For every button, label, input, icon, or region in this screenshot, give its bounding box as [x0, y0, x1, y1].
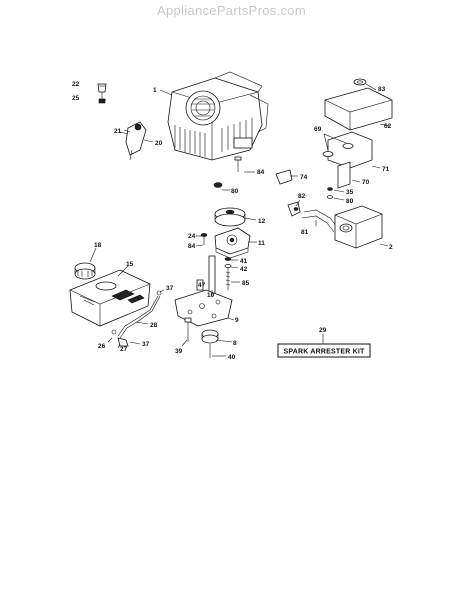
callout-74: 74 — [300, 174, 308, 181]
spark-arrester-kit-label: SPARK ARRESTER KIT — [284, 349, 366, 356]
callout-10: 10 — [207, 292, 215, 299]
callout-69: 69 — [314, 126, 322, 133]
watermark: AppliancePartsPros.com — [157, 3, 306, 18]
callout-28: 28 — [150, 322, 158, 329]
callout-2: 2 — [389, 244, 393, 251]
callout-20: 20 — [155, 140, 163, 147]
bolt-part — [213, 156, 242, 188]
callout-18: 18 — [94, 242, 102, 249]
callout-26: 26 — [98, 343, 106, 350]
callout-8: 8 — [233, 340, 237, 347]
exhaust-elbow-part — [275, 169, 301, 217]
callout-27: 27 — [120, 346, 128, 353]
clutch-part — [214, 227, 251, 259]
fuel-line-part — [111, 290, 162, 347]
callout-24: 24 — [188, 233, 196, 240]
callout-22: 22 — [72, 81, 80, 88]
muffler-bracket-part — [322, 131, 373, 189]
exhaust-pipe-part — [301, 209, 339, 233]
callout-42: 42 — [240, 266, 248, 273]
callout-35: 35 — [346, 189, 354, 196]
fuel-cap-part — [74, 262, 96, 280]
callout-12: 12 — [258, 218, 266, 225]
heat-shield-part — [324, 78, 393, 131]
throttle-bracket-part — [119, 121, 147, 161]
callout-37-upper: 37 — [166, 285, 174, 292]
callout-1: 1 — [153, 87, 157, 94]
callout-labels: 1 2 8 9 10 11 12 15 18 20 21 22 24 25 26… — [72, 81, 393, 361]
callout-39: 39 — [175, 348, 183, 355]
muffler-part — [334, 205, 383, 249]
callout-41: 41 — [240, 258, 248, 265]
leader-lines — [89, 83, 391, 357]
bolt-85-part — [224, 257, 232, 290]
bracket-plate-part — [174, 289, 233, 327]
callout-71: 71 — [382, 166, 390, 173]
callout-81: 81 — [301, 229, 309, 236]
spark-arrester-kit-box: SPARK ARRESTER KIT — [277, 343, 371, 358]
callout-84-engine: 84 — [257, 169, 265, 176]
bolt-left-part — [200, 233, 208, 245]
pulley-part — [214, 207, 246, 227]
callout-83: 83 — [378, 86, 386, 93]
callout-11: 11 — [258, 240, 265, 247]
callout-80-engine: 80 — [231, 188, 239, 195]
callout-84-left: 84 — [188, 243, 196, 250]
callout-82: 82 — [298, 193, 306, 200]
callout-9: 9 — [235, 317, 239, 324]
callout-47: 47 — [198, 282, 206, 289]
callout-29: 29 — [319, 327, 327, 334]
callout-70: 70 — [362, 179, 370, 186]
callout-15: 15 — [126, 261, 134, 268]
callout-80-muffler: 80 — [346, 198, 354, 205]
callout-37-lower: 37 — [142, 341, 150, 348]
callout-40: 40 — [228, 354, 236, 361]
callout-25: 25 — [72, 95, 80, 102]
callout-21: 21 — [114, 128, 122, 135]
callout-62: 62 — [384, 123, 392, 130]
callout-85: 85 — [242, 280, 250, 287]
engine-part — [167, 71, 269, 161]
idler-part — [184, 317, 219, 358]
fuel-tank-part — [69, 269, 151, 327]
muffler-bolts-part — [327, 187, 333, 199]
